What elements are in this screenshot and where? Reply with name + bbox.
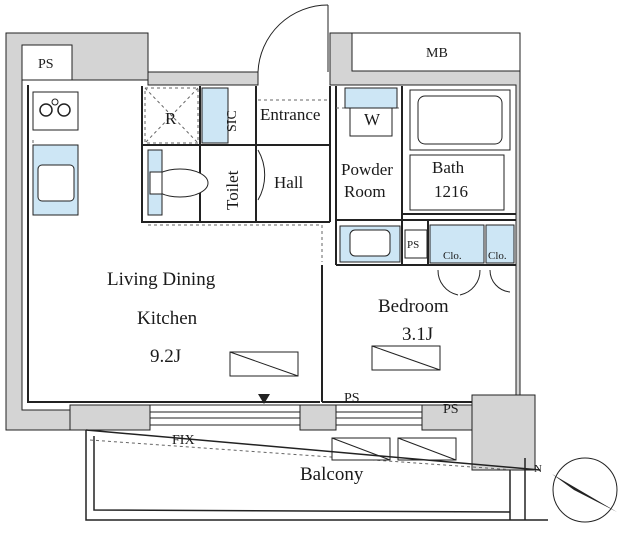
vents (229, 345, 457, 461)
ps-lower-2-label: PS (443, 402, 459, 417)
closet-door-3 (489, 269, 511, 293)
bedroom-name: Bedroom (378, 296, 449, 317)
window-marker-icon (258, 394, 270, 404)
stove (32, 91, 79, 131)
compass (552, 457, 618, 523)
north-label: N (534, 463, 542, 475)
fridge-diagonal-2 (144, 87, 199, 144)
powder-label-1: Powder (341, 160, 393, 179)
washer-area (344, 87, 398, 137)
wall-bottom-right (421, 404, 473, 431)
bathtub (409, 89, 511, 211)
ps-lower-1-label: PS (344, 391, 360, 406)
ldk-outline (27, 85, 320, 403)
bath-label: Bath (432, 158, 465, 177)
entrance-label: Entrance (260, 105, 320, 124)
bath-size-label: 1216 (434, 182, 468, 201)
hall-door-arc (257, 149, 266, 201)
closet-1 (429, 224, 485, 264)
ps-bath-box (404, 229, 428, 259)
sic-closet (201, 87, 229, 144)
powder-sink (339, 225, 401, 263)
closet-2 (485, 224, 515, 264)
interior-walls (27, 85, 516, 403)
balcony-outline (85, 429, 548, 521)
ldk-right-wall (141, 86, 330, 223)
doors (257, 4, 511, 296)
fix-label: FIX (172, 433, 195, 448)
closet-door-1 (437, 269, 459, 296)
windows (149, 404, 423, 426)
balcony-label: Balcony (300, 464, 364, 485)
balcony-dash (89, 439, 516, 471)
ps-top-left-label: PS (38, 57, 54, 72)
ps-top-left-box (21, 44, 73, 81)
ldk-name-2: Kitchen (137, 308, 198, 329)
wall-top-mid (147, 71, 259, 86)
wall-bottom-left (69, 404, 151, 431)
mb-box (351, 32, 521, 72)
mb-label: MB (426, 46, 448, 61)
closet-1-label: Clo. (443, 250, 462, 262)
wall-left (5, 32, 149, 431)
kitchen-sink (32, 144, 79, 216)
ldk-size: 9.2J (150, 346, 181, 367)
closet-door-2 (459, 269, 481, 296)
washer-label: W (364, 110, 381, 129)
sic-label: SIC (225, 110, 240, 132)
toilet-fixture (147, 149, 209, 216)
refrigerator-space (144, 87, 199, 144)
closet-2-label: Clo. (488, 250, 507, 262)
wall-bottom-mid (299, 404, 337, 431)
ldk-name-1: Living Dining (107, 269, 216, 290)
hall-label: Hall (274, 173, 304, 192)
refrigerator-label: R (165, 109, 177, 128)
entrance-door-arc (257, 4, 329, 73)
compass-needle-icon (552, 474, 617, 512)
powder-label-2: Room (344, 182, 386, 201)
toilet-label: Toilet (223, 170, 242, 210)
bedroom-size: 3.1J (402, 324, 433, 345)
ps-bath-label: PS (407, 239, 419, 251)
